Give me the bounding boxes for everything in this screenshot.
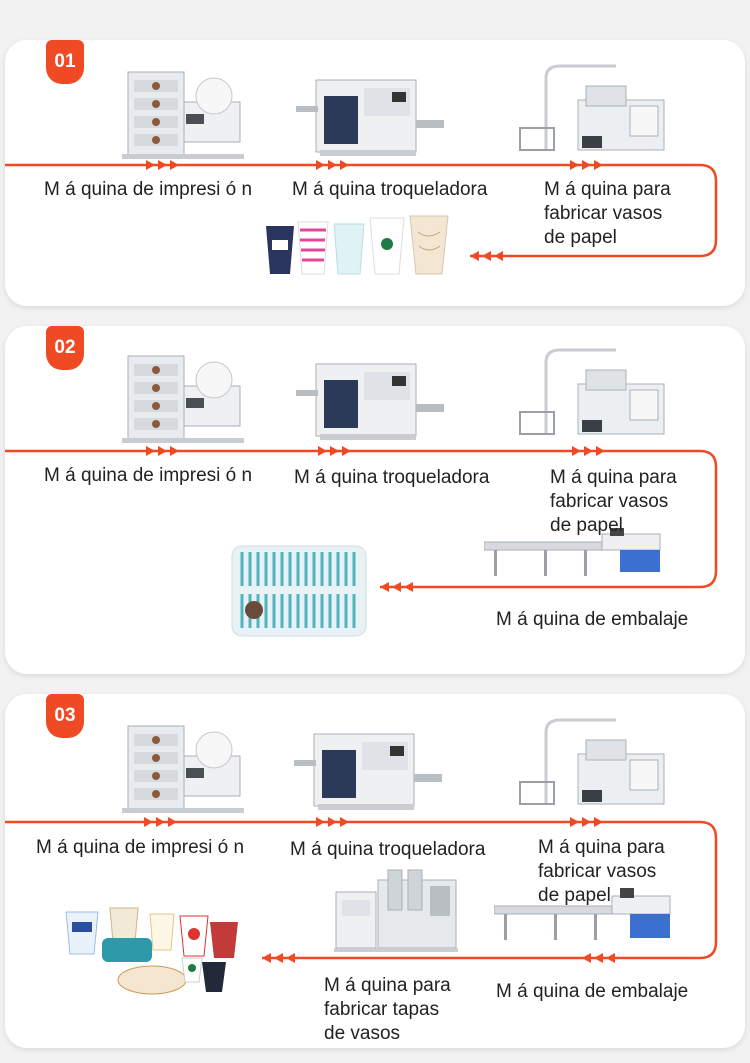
label-packing-machine: M á quina de embalaje	[496, 609, 689, 630]
printing-machine-image	[122, 346, 244, 444]
step-badge-03: 03	[46, 694, 84, 738]
ice-cream-cups-product-image	[62, 902, 244, 998]
paper-cup-machine-image	[516, 58, 668, 158]
die-cutting-machine-image	[296, 350, 446, 442]
label-lid-machine-line2: fabricar tapas	[324, 999, 440, 1020]
printing-machine-image	[122, 716, 244, 814]
label-cup-machine-line3: de papel	[538, 885, 611, 906]
label-cup-machine-line1: M á quina para	[550, 467, 677, 488]
step-badge-01: 01	[46, 40, 84, 84]
die-cutting-machine-image	[296, 66, 446, 158]
paper-cup-machine-image	[516, 342, 668, 442]
label-die-cutting-machine: M á quina troqueladora	[292, 179, 488, 200]
label-cup-machine-line2: fabricar vasos	[550, 491, 669, 512]
printing-machine-image	[122, 62, 244, 160]
label-cup-machine-line1: M á quina para	[544, 179, 671, 200]
label-die-cutting-machine: M á quina troqueladora	[294, 467, 490, 488]
label-lid-machine-line3: de vasos	[324, 1023, 401, 1044]
packing-machine-image	[484, 528, 672, 580]
label-printing-machine: M á quina de impresi ó n	[44, 465, 253, 486]
label-cup-machine-line1: M á quina para	[538, 837, 665, 858]
label-printing-machine: M á quina de impresi ó n	[44, 179, 253, 200]
label-cup-machine-line3: de papel	[544, 227, 617, 248]
label-die-cutting-machine: M á quina troqueladora	[290, 839, 486, 860]
die-cutting-machine-image	[294, 720, 444, 812]
label-cup-machine-line2: fabricar vasos	[538, 861, 657, 882]
label-lid-machine-line1: M á quina para	[324, 975, 451, 996]
label-cup-machine-line3: de papel	[550, 515, 623, 536]
label-packing-machine: M á quina de embalaje	[496, 981, 689, 1002]
paper-cup-machine-image	[516, 712, 668, 812]
step-badge-02: 02	[46, 326, 84, 370]
lid-making-machine-image	[334, 866, 458, 952]
paper-cups-product-image	[262, 214, 462, 278]
label-cup-machine-line2: fabricar vasos	[544, 203, 663, 224]
packed-cups-product-image	[228, 542, 370, 640]
packing-machine-image	[494, 888, 682, 944]
label-printing-machine: M á quina de impresi ó n	[36, 837, 245, 858]
